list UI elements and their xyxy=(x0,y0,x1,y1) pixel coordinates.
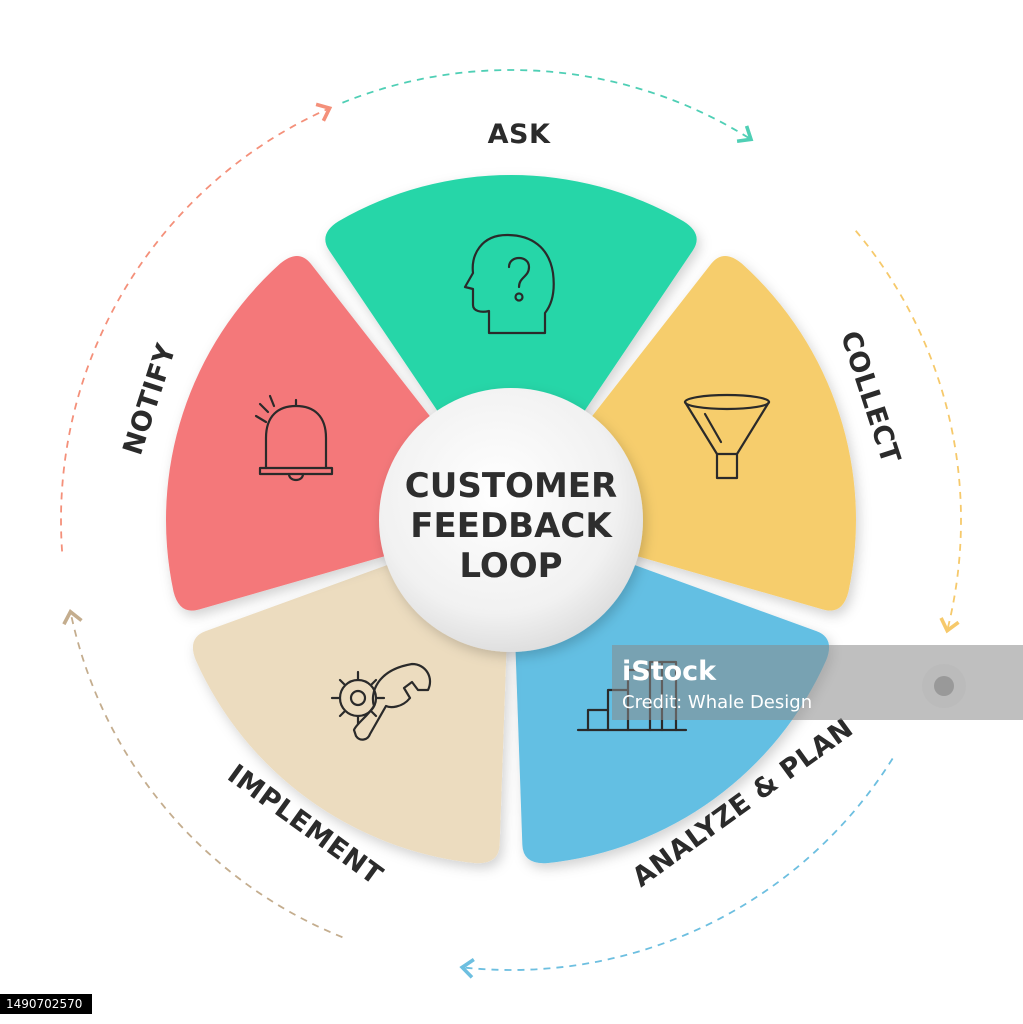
arrow-ask-to-collect xyxy=(342,69,754,144)
watermark-brand: iStock xyxy=(622,656,717,687)
arrow-analyze-to-implement xyxy=(459,757,894,979)
arrow-implement-to-notify xyxy=(62,609,343,939)
stock-id: 1490702570 xyxy=(6,997,82,1011)
watermark-credit: Credit: Whale Design xyxy=(622,692,812,713)
watermark: iStock Credit: Whale Design xyxy=(612,645,1023,720)
head-question-icon xyxy=(463,233,555,335)
cycle-arrows xyxy=(60,69,962,979)
segment-petals xyxy=(166,175,856,864)
arrow-collect-to-analyze xyxy=(855,230,962,634)
arrow-notify-to-ask xyxy=(60,102,333,552)
center-circle xyxy=(379,388,643,652)
center-title-line3: LOOP xyxy=(459,546,562,586)
center-title-line2: FEEDBACK xyxy=(410,506,613,546)
center-hub: CUSTOMER FEEDBACK LOOP xyxy=(379,388,643,652)
bell-icon xyxy=(254,394,334,482)
funnel-icon xyxy=(683,393,771,480)
stock-id-bar xyxy=(0,994,92,1014)
label-ask: ASK xyxy=(488,119,551,150)
gear-wrench-icon xyxy=(330,662,432,741)
petal-notify xyxy=(166,255,439,611)
center-title-line1: CUSTOMER xyxy=(405,466,617,506)
petal-ask xyxy=(325,175,697,423)
petal-collect xyxy=(583,255,856,611)
label-notify: NOTIFY xyxy=(117,340,182,459)
petal-implement xyxy=(192,560,507,864)
